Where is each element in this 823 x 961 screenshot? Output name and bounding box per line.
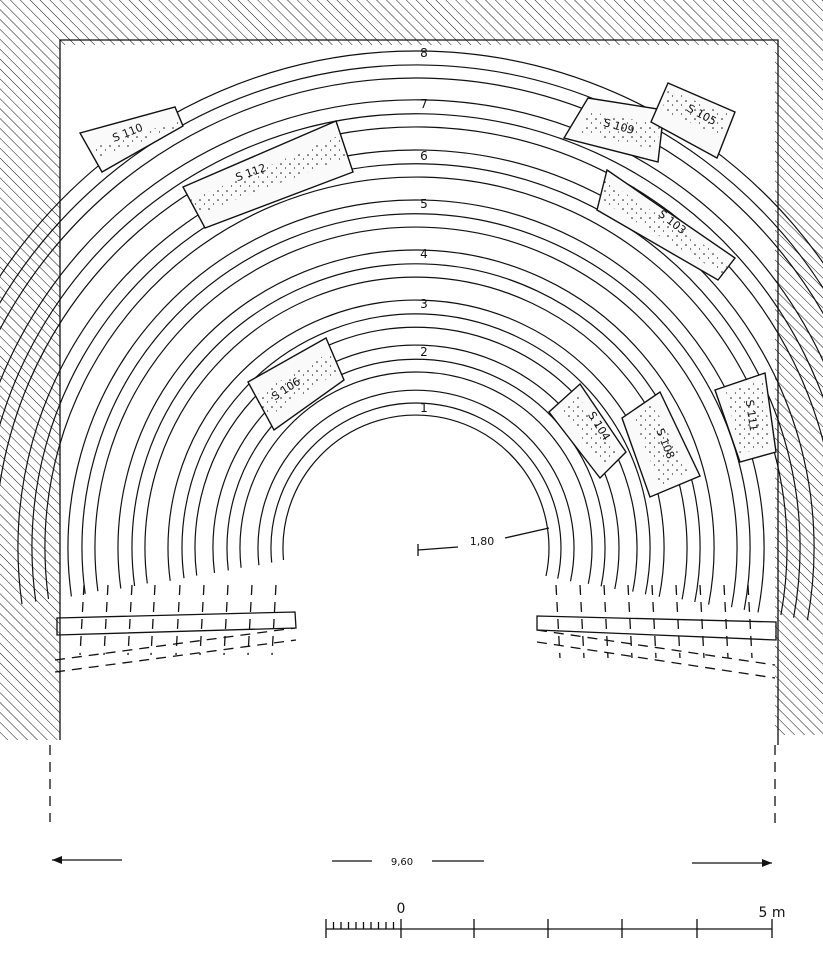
seating-ring-arc — [226, 358, 606, 587]
seat-joint-right — [723, 584, 729, 659]
seating-ring-arc — [31, 163, 801, 618]
seat-joint-left — [199, 584, 205, 656]
seating-ring-arc — [194, 326, 638, 592]
row-label-5: 5 — [420, 197, 428, 211]
orchestra-edges — [49, 745, 776, 828]
retaining-wall — [0, 0, 823, 745]
seating-ring-arc — [282, 414, 550, 577]
row-label-7: 7 — [420, 97, 428, 111]
block-s105: S 105 — [650, 82, 736, 159]
seating-ring-arc — [212, 344, 620, 590]
seat-joint-left — [79, 584, 85, 656]
seating-ring-arc — [94, 226, 738, 608]
scale-start-label: 0 — [397, 901, 406, 917]
seating-ring-arc — [0, 64, 823, 304]
row-label-6: 6 — [420, 149, 428, 163]
block-s109: S 109 — [562, 97, 665, 163]
seat-joint-right — [675, 584, 681, 659]
seating-ring-arc — [131, 263, 701, 603]
seat-joint-right — [579, 584, 585, 659]
row-label-3: 3 — [420, 297, 428, 311]
block-s104: S 104 — [548, 382, 627, 480]
radius-dimension: 1,80 — [417, 527, 550, 556]
block-s108: S 108 — [621, 390, 701, 498]
block-s103: S 103 — [596, 168, 737, 281]
seat-joint-left — [150, 584, 156, 656]
seating-ring-arc — [0, 113, 823, 427]
row-label-4: 4 — [420, 247, 428, 261]
seating-ring-arc — [0, 50, 823, 278]
seat-joint-right — [627, 584, 633, 659]
seating-ring-arc — [0, 126, 823, 488]
seating-ring-arc — [270, 402, 562, 579]
stone-blocks: S 110 S 112 S 109 S 105 S 103 S 106 — [78, 82, 777, 498]
width-dimension: 9,60 — [52, 856, 772, 868]
seat-joint-left — [223, 584, 229, 656]
seat-joint-right — [603, 584, 609, 659]
block-s111: S 111 — [714, 372, 777, 463]
seating-rows — [0, 50, 823, 621]
seating-ring-arc — [117, 249, 715, 605]
seat-joint-right — [555, 584, 561, 659]
scale-bar: 0 5 m — [325, 901, 786, 938]
row-label-1: 1 — [420, 401, 428, 415]
seat-row-ends — [54, 584, 777, 679]
seating-ring-arc — [0, 99, 823, 384]
seating-ring-arc — [181, 313, 651, 595]
seat-joint-left — [175, 584, 181, 656]
seat-joint-left — [271, 584, 277, 656]
width-label: 9,60 — [391, 857, 413, 868]
seat-joint-left — [247, 584, 253, 656]
seating-ring-arc — [257, 389, 575, 582]
block-label-s111: S 111 — [743, 399, 760, 432]
block-s112: S 112 — [182, 120, 354, 229]
block-s110: S 110 — [78, 106, 184, 173]
seat-joint-right — [747, 584, 753, 659]
row-label-2: 2 — [420, 345, 428, 359]
seat-joint-left — [103, 584, 109, 656]
row-labels: 1 2 3 4 5 6 7 8 — [420, 46, 428, 415]
seating-ring-arc — [239, 371, 593, 584]
block-s106: S 106 — [247, 337, 345, 432]
seat-joint-left — [127, 584, 133, 656]
scale-end-label: 5 m — [759, 905, 786, 921]
seat-joint-right — [699, 584, 705, 659]
seating-ring-arc — [17, 149, 815, 621]
seating-ring-arc — [0, 77, 823, 331]
row-label-8: 8 — [420, 46, 428, 60]
seat-joint-right — [651, 584, 657, 659]
radius-label: 1,80 — [470, 535, 495, 548]
